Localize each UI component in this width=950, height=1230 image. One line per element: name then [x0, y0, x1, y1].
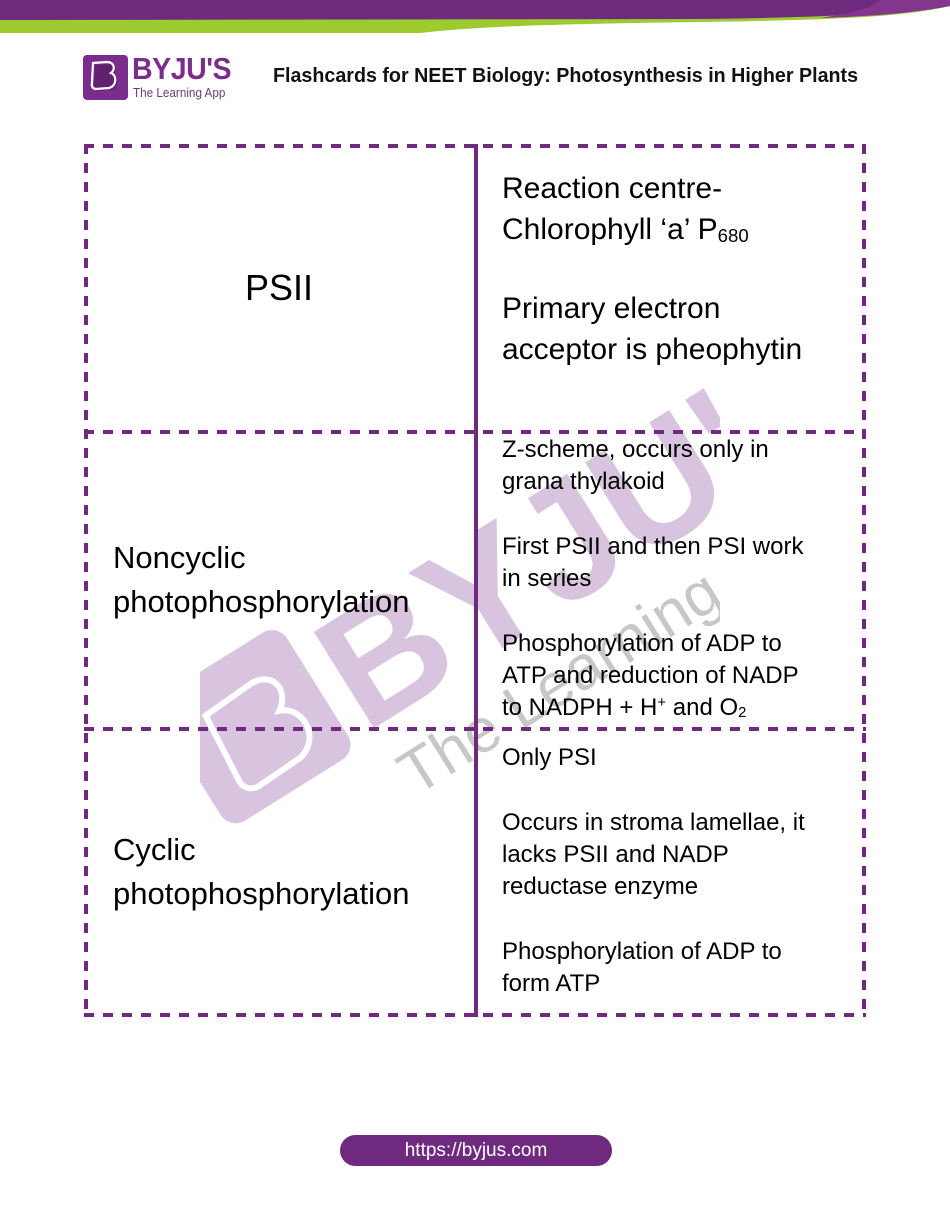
definition-paragraph: First PSII and then PSI work in series — [502, 533, 804, 592]
flashcard-term-cyclic: Cyclic photophosphorylation — [113, 832, 410, 911]
border-right — [862, 144, 866, 1017]
definition-paragraph: Phosphorylation of ADP to ATP and reduct… — [502, 630, 799, 722]
definition-paragraph: Z-scheme, occurs only in grana thylakoid — [502, 436, 769, 495]
column-divider — [474, 144, 478, 1017]
definition-paragraph: Phosphorylation of ADP to form ATP — [502, 938, 782, 997]
border-left — [84, 144, 88, 1017]
flashcard-definition-cyclic: Only PSI Occurs in stroma lamellae, it l… — [502, 742, 862, 1000]
flashcard-definition-psii: Reaction centre- Chlorophyll ‘a’ P680 Pr… — [502, 168, 862, 370]
top-banner — [0, 0, 950, 33]
definition-paragraph: Primary electron acceptor is pheophytin — [502, 292, 803, 366]
logo-b-icon — [83, 55, 128, 100]
page-title: Flashcards for NEET Biology: Photosynthe… — [273, 64, 859, 87]
flashcard-term-noncyclic: Noncyclic photophosphorylation — [113, 540, 410, 619]
byjus-logo: BYJU'S The Learning App — [83, 51, 245, 101]
flashcard-term-psii: PSII — [244, 267, 314, 308]
definition-paragraph: Reaction centre- Chlorophyll ‘a’ P680 — [502, 172, 749, 246]
footer-url-link[interactable]: https://byjus.com — [340, 1135, 612, 1166]
flashcard-definition-noncyclic: Z-scheme, occurs only in grana thylakoid… — [502, 434, 862, 724]
logo-wordmark: BYJU'S — [132, 51, 232, 86]
definition-paragraph: Only PSI — [502, 744, 597, 771]
flashcard-table: PSII Reaction centre- Chlorophyll ‘a’ P6… — [84, 144, 866, 1017]
definition-paragraph: Occurs in stroma lamellae, it lacks PSII… — [502, 809, 805, 900]
logo-tagline: The Learning App — [133, 85, 226, 100]
